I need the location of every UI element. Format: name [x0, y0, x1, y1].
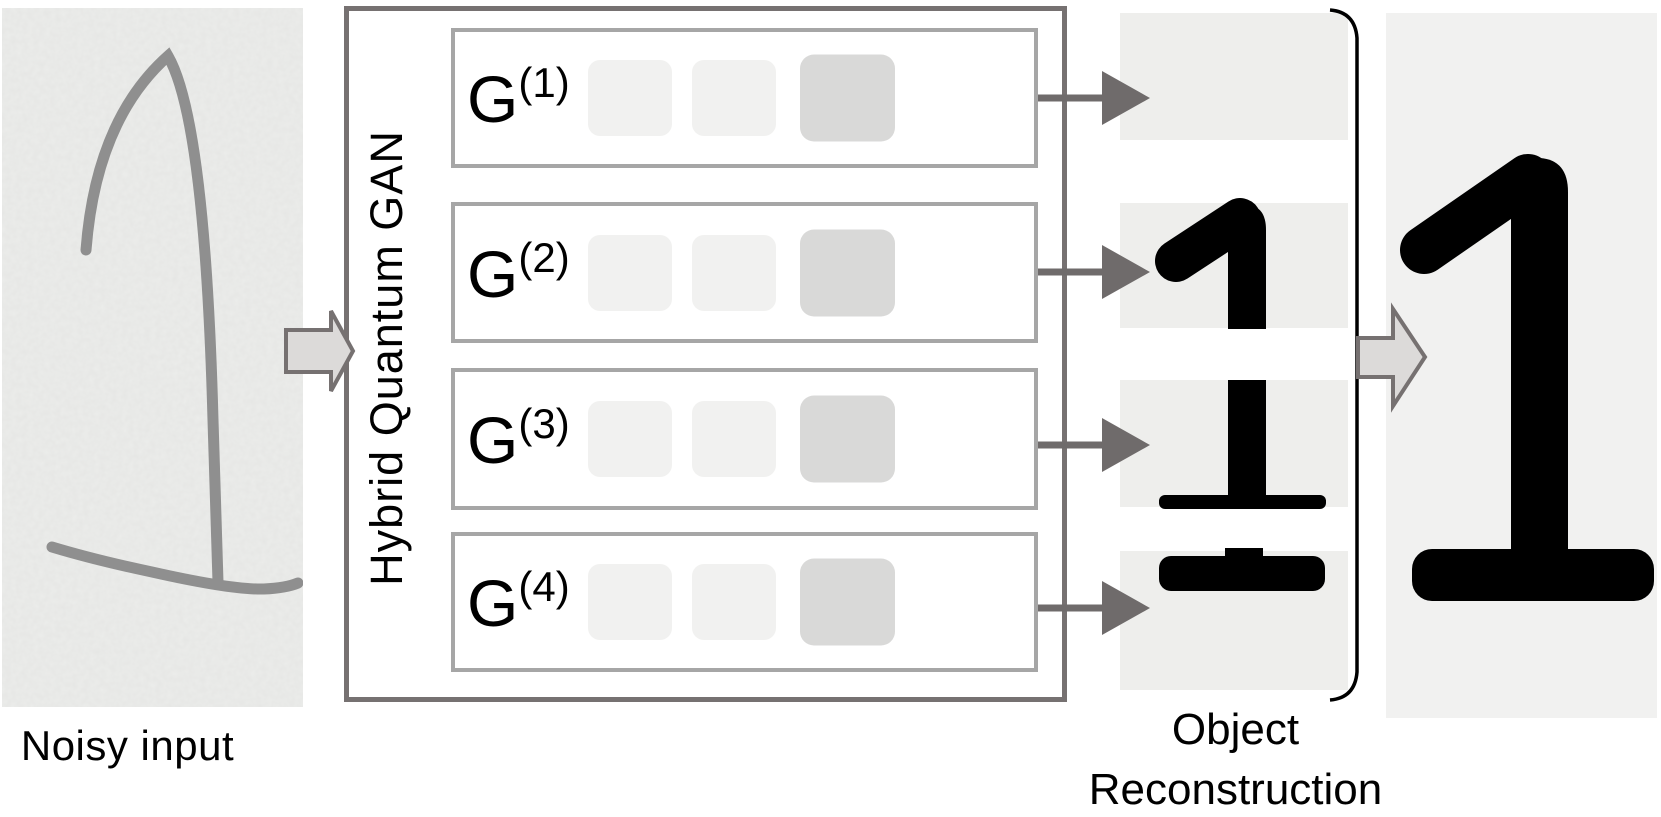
layer-chip-output	[800, 558, 895, 646]
layer-chip-output	[800, 395, 895, 483]
generator-box-2: G(2)	[451, 202, 1038, 343]
reconstruction-patch-2	[1120, 203, 1348, 328]
layer-chip	[588, 60, 672, 136]
generator-label-4: G(4)	[467, 563, 570, 640]
layer-chip-output	[800, 54, 895, 142]
layer-chip	[692, 401, 776, 477]
noisy-input-label: Noisy input	[20, 722, 235, 769]
noisy-input-image	[2, 8, 303, 707]
layer-chip	[692, 60, 776, 136]
layer-chip	[588, 401, 672, 477]
reconstruction-patch-1	[1120, 13, 1348, 140]
object-reconstruction-line1: Object	[1171, 705, 1300, 754]
generator-box-1: G(1)	[451, 28, 1038, 168]
generator-label-3: G(3)	[467, 400, 570, 477]
layer-chip-output	[800, 229, 895, 316]
generator-box-3: G(3)	[451, 368, 1038, 510]
generator-label-2: G(2)	[467, 233, 570, 311]
noise-texture	[2, 8, 303, 707]
handwritten-digit-1	[46, 47, 303, 595]
reconstruction-patch-4	[1120, 551, 1348, 690]
object-reconstruction-line2: Reconstruction	[1088, 765, 1383, 814]
reconstructed-image-panel	[1386, 13, 1657, 718]
generator-box-4: G(4)	[451, 532, 1038, 672]
gan-title-vertical: Hybrid Quantum GAN	[361, 130, 412, 586]
object-reconstruction-label: Object Reconstruction	[1063, 700, 1408, 817]
layer-chip	[692, 234, 776, 311]
generator-label-1: G(1)	[467, 59, 570, 136]
layer-chip	[692, 564, 776, 640]
layer-chip	[588, 234, 672, 311]
reconstruction-patch-3	[1120, 380, 1348, 507]
layer-chip	[588, 564, 672, 640]
